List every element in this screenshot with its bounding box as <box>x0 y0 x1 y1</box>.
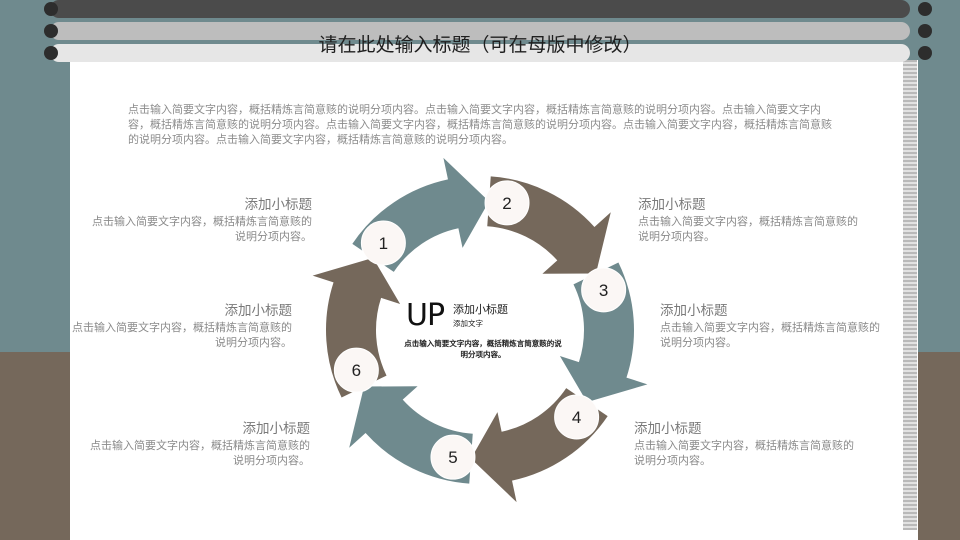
item-body[interactable]: 点击输入简要文字内容，概括精炼言简意赅的说明分项内容。 <box>72 321 292 349</box>
step-number: 2 <box>502 194 511 213</box>
item-body[interactable]: 点击输入简要文字内容，概括精炼言简意赅的说明分项内容。 <box>660 321 880 349</box>
page-title[interactable]: 请在此处输入标题（可在母版中修改） <box>318 34 642 56</box>
curtain-rod-bottom <box>50 44 910 62</box>
rod-end-icon <box>918 46 932 60</box>
rod-end-icon <box>918 2 932 16</box>
item-heading[interactable]: 添加小标题 <box>660 303 728 319</box>
item-2: 添加小标题 点击输入简要文字内容，概括精炼言简意赅的说明分项内容。 <box>638 196 878 244</box>
step-number: 1 <box>379 234 388 253</box>
step-number-circle <box>430 434 476 480</box>
step-number-circle <box>484 180 530 226</box>
item-body[interactable]: 点击输入简要文字内容，概括精炼言简意赅的说明分项内容。 <box>90 439 310 467</box>
rod-end-icon <box>44 24 58 38</box>
center-small-text[interactable]: 添加文字 <box>453 319 483 328</box>
item-heading[interactable]: 添加小标题 <box>244 197 313 213</box>
item-heading[interactable]: 添加小标题 <box>634 421 702 437</box>
item-body[interactable]: 点击输入简要文字内容，概括精炼言简意赅的说明分项内容。 <box>634 439 854 467</box>
step-number: 3 <box>599 281 608 300</box>
item-heading[interactable]: 添加小标题 <box>242 421 311 437</box>
cycle-arrow-segment <box>312 257 401 398</box>
center-up-label[interactable]: UP <box>406 298 445 333</box>
step-number-circle <box>360 220 406 266</box>
step-number-circle <box>554 394 600 440</box>
item-1: 添加小标题 点击输入简要文字内容，概括精炼言简意赅的说明分项内容。 <box>72 196 312 244</box>
item-6: 添加小标题 点击输入简要文字内容，概括精炼言简意赅的说明分项内容。 <box>52 302 292 350</box>
intro-text[interactable]: 点击输入简要文字内容，概括精炼言简意赅的说明分项内容。点击输入简要文字内容，概括… <box>128 103 832 146</box>
item-heading[interactable]: 添加小标题 <box>638 197 706 213</box>
step-number: 5 <box>448 448 457 467</box>
item-body[interactable]: 点击输入简要文字内容，概括精炼言简意赅的说明分项内容。 <box>638 215 858 243</box>
rod-end-icon <box>44 2 58 16</box>
step-number: 4 <box>572 408 581 427</box>
item-4: 添加小标题 点击输入简要文字内容，概括精炼言简意赅的说明分项内容。 <box>634 420 874 468</box>
rod-end-icon <box>44 46 58 60</box>
curtain-rod-top <box>50 0 910 18</box>
curtain-rod-middle <box>50 22 910 40</box>
item-heading[interactable]: 添加小标题 <box>224 303 293 319</box>
center-subtitle[interactable]: 添加小标题 <box>453 303 508 316</box>
item-3: 添加小标题 点击输入简要文字内容，概括精炼言简意赅的说明分项内容。 <box>660 302 900 350</box>
item-5: 添加小标题 点击输入简要文字内容，概括精炼言简意赅的说明分项内容。 <box>70 420 310 468</box>
step-number-circle <box>581 267 627 313</box>
cycle-arrow-segment <box>559 262 648 403</box>
center-description[interactable]: 点击输入简要文字内容，概括精炼言简意赅的说明分项内容。 <box>404 339 562 359</box>
paper-shadow <box>903 60 917 530</box>
step-number-circle <box>333 347 379 393</box>
step-number: 6 <box>352 361 361 380</box>
rod-end-icon <box>918 24 932 38</box>
item-body[interactable]: 点击输入简要文字内容，概括精炼言简意赅的说明分项内容。 <box>92 215 312 243</box>
